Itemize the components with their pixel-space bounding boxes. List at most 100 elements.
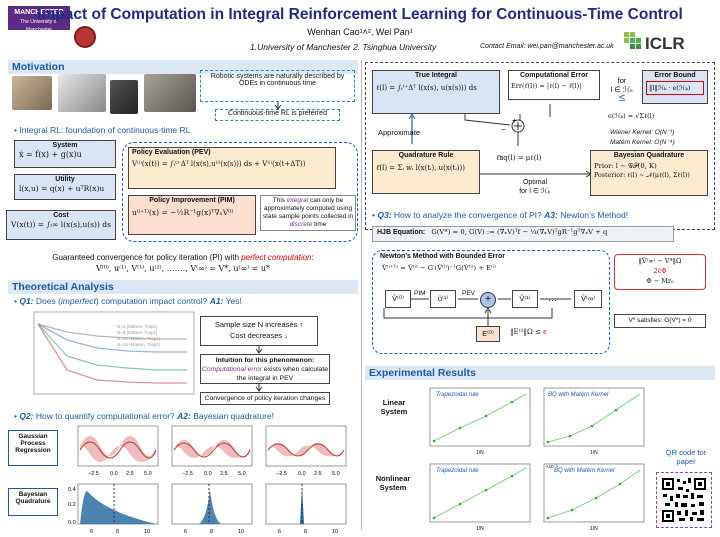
plot-linear-bq: [543, 387, 645, 447]
newton-arrows: [383, 298, 571, 326]
contact-email: Contact Email: wei.pan@manchester.ac.uk: [480, 43, 614, 50]
convergence-changes: Convergence of policy iteration changes: [200, 392, 330, 405]
q3-line: • Q3: How to analyze the convergence of …: [372, 210, 629, 220]
intuition-b: exists when calculate the integral in PE…: [236, 366, 329, 382]
system-equation: ẋ = f(x) + g(x)u: [19, 150, 82, 159]
robotics-ode-note: Robotic systems are naturally described …: [200, 70, 355, 102]
irl-bullet: • Integral RL: foundation of continuous-…: [14, 125, 191, 135]
tick-label: 5.0: [144, 471, 152, 477]
quadrature-rule-box: Quadrature Rule ℓ̂(l) = Σᵢ wᵢ l(x(tᵢ), u…: [372, 150, 480, 194]
q1-a: Q1:: [19, 296, 34, 306]
manchester-logo-text: MANCHESTER: [14, 9, 64, 16]
bq-estimate: ℓ̂ʙq(l) = μℓ(l): [496, 154, 542, 162]
hjb-equation-box: HJB Equation: G(V*) = 0, G(V) := (∇ₓV)ᵀf…: [372, 226, 674, 242]
guarantee-c: :: [311, 253, 314, 262]
tick-label: 10: [238, 529, 244, 535]
affiliations: 1.University of Manchester 2. Tsinghua U…: [250, 42, 437, 52]
plot-label: Trapezoidal rule: [436, 392, 479, 398]
for-l-in-h: for l ∈ ℋₖ ≤: [604, 76, 640, 104]
system-box: System ẋ = f(x) + g(x)u: [14, 140, 116, 168]
x-axis-label: 1/N: [590, 450, 598, 456]
integral-note-a: This: [272, 197, 287, 204]
legend-item: N=8 (Matern, Trapz): [117, 330, 158, 335]
bq-prior: Prior: l ∼ 𝒢𝒫(0, K): [594, 162, 657, 170]
gpr-plot-2: [171, 425, 253, 467]
pim-arrow-label: PIM: [414, 290, 426, 297]
ytick-label: 0.4: [68, 487, 76, 493]
tick-label: −2.5: [88, 471, 99, 477]
q1-b: Does (: [33, 296, 61, 306]
ct-rl-preferred: Continuous-time RL is preferred: [215, 109, 340, 121]
gpr-plot-1: [77, 425, 159, 467]
guarantee-a: Guaranteed convergence for policy iterat…: [52, 253, 242, 262]
bayesian-quadrature-box: Bayesian Quadrature Prior: l ∼ 𝒢𝒫(0, K) …: [590, 150, 708, 196]
pev-equation: V⁽ⁱ⁾(x(t)) = ∫ₜᵗ⁺Δᵀ l(x(s),u⁽ⁱ⁾(x(s))) d…: [132, 160, 306, 168]
guarantee-sequence: V⁽⁰⁾, u⁽¹⁾, V⁽¹⁾, u⁽²⁾, … …, V⁽∞⁾ = V*, …: [95, 264, 271, 273]
irl-bullet-text: Integral RL: foundation of continuous-ti…: [19, 125, 191, 135]
error-node-e0: E⁽⁰⁾: [476, 326, 500, 342]
poster-title: Impact of Computation in Integral Reinfo…: [37, 6, 683, 23]
optimal-text: Optimal: [522, 179, 548, 186]
minus-sign: −: [501, 125, 506, 134]
final-bound-a: ‖V̂⁽∞⁾ − V*‖Ω: [638, 257, 682, 265]
section-experiments: Experimental Results: [365, 366, 715, 380]
sample-size-box: Sample size N increases ↑ Cost decreases…: [200, 316, 318, 346]
qr-frame[interactable]: [656, 472, 712, 528]
tick-label: 0.0: [110, 471, 118, 477]
q2-line: • Q2: How to quantify computational erro…: [14, 411, 275, 421]
section-theory: Theoretical Analysis: [8, 280, 358, 294]
plot-linear-trap: [429, 387, 531, 447]
final-bound-c: Φ − Mr₀: [646, 277, 674, 285]
sample-size-text: Sample size N increases ↑: [214, 320, 304, 329]
error-bound-label: Error Bound: [654, 72, 696, 79]
tick-label: 2.5: [314, 471, 322, 477]
x-axis-label: 1/N: [476, 526, 484, 532]
node-v0: V̂⁽⁰⁾: [385, 290, 411, 308]
pev-arrow-label: PEV: [462, 290, 476, 297]
tick-label: 0.0: [204, 471, 212, 477]
q2-d: Bayesian quadrature!: [190, 411, 275, 421]
matern-kernel-rate: Matérn Kernel: O(N⁻⁴): [610, 139, 675, 146]
arrow-down-icon: [255, 384, 263, 392]
pim-box: Policy Improvement (PIM) u⁽ⁱ⁺¹⁾(x) = −½R…: [128, 195, 256, 235]
tick-label: 2.5: [126, 471, 134, 477]
tick-label: 6: [184, 529, 187, 535]
error-norm-a: ‖E⁽ⁱ⁾‖Ω ≤: [510, 328, 544, 336]
exp-notation: ×10⁻³: [546, 464, 558, 469]
intuition-a: Computational error: [201, 366, 262, 373]
true-integral-label: True Integral: [414, 72, 457, 79]
plus-sign: +: [512, 116, 517, 125]
x-axis-label: 1/N: [476, 450, 484, 456]
optimal-label: Optimal for l ∈ ℋₖ: [500, 178, 570, 196]
tick-label: 5.0: [332, 471, 340, 477]
intuition-heading: Intuition for this phenomenon:: [215, 357, 315, 364]
q1-d: ) computation impact control?: [95, 296, 210, 306]
integral-note-d: discrete: [289, 221, 313, 228]
tick-label: 8: [210, 529, 213, 535]
system-label: System: [52, 142, 78, 149]
cost-decreases-text: Cost decreases ↓: [230, 331, 288, 340]
authors: Wenhan Cao¹˄², Wei Pan¹: [307, 27, 413, 37]
bq-plot-3: [265, 483, 347, 525]
true-integral-box: True Integral ℓ(l) = ∫ₜᵗ⁺Δᵀ l(x(s), u(x(…: [372, 70, 500, 114]
error-bound-equation: ‖l‖ℋₖ · e(ℋₖ): [646, 81, 704, 95]
q1-line: • Q1: Does (imperfect) computation impac…: [14, 296, 242, 306]
tick-label: 5.0: [238, 471, 246, 477]
bq-plots: 0.4 0.2 0.0 6 8 10 6 8 10 6 8 10: [68, 483, 347, 535]
cost-vs-samples-plot: N=4 (Matern, Trapz) N=8 (Matern, Trapz) …: [33, 311, 195, 395]
gpr-label-box: Gaussian Process Regression: [8, 430, 58, 466]
bq-label-box: Bayesian Quadrature: [8, 488, 58, 516]
plot-nonlinear-bq: [543, 463, 645, 523]
final-bound-b: 2c̅Φ: [653, 267, 667, 275]
gpr-plot-3: [265, 425, 347, 467]
q2-b: How to quantify computational error?: [33, 411, 178, 421]
robot-arm-image: [58, 74, 106, 112]
legend-item: N=16 (Matern, Trapz): [117, 342, 160, 347]
utility-equation: l(x,u) = q(x) + uᵀR(x)u: [19, 184, 105, 193]
integral-note-e: time: [312, 221, 327, 228]
intuition-box: Intuition for this phenomenon: Computati…: [200, 354, 330, 384]
optimal-for-text: for l ∈ ℋₖ: [519, 188, 551, 195]
qr-code-icon[interactable]: [661, 477, 707, 523]
tick-label: −2.5: [182, 471, 193, 477]
manchester-logo: MANCHESTER The University of Manchester: [8, 6, 70, 33]
